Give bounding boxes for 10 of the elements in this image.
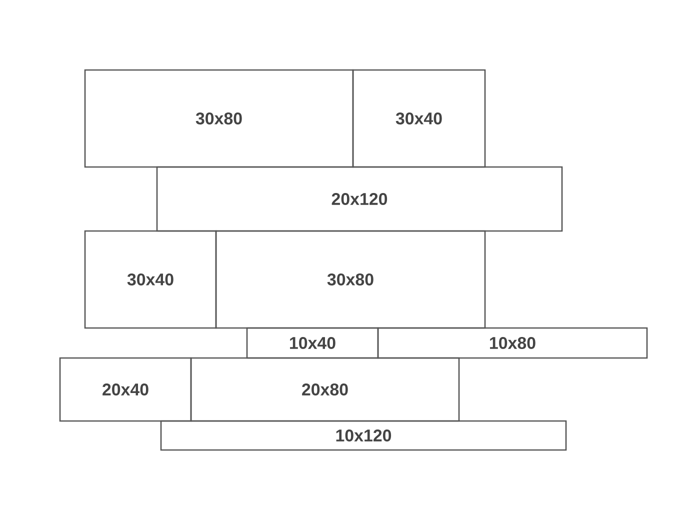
tile-box: 20x40 xyxy=(59,357,192,422)
tile-box: 30x40 xyxy=(84,230,217,329)
tile-box: 10x40 xyxy=(246,327,379,359)
tile-box: 30x40 xyxy=(352,69,486,168)
tile-box: 10x120 xyxy=(160,420,567,451)
tile-box: 30x80 xyxy=(215,230,486,329)
tile-box: 10x80 xyxy=(377,327,648,359)
tile-box: 30x80 xyxy=(84,69,354,168)
tile-box: 20x80 xyxy=(190,357,460,422)
tile-box: 20x120 xyxy=(156,166,563,232)
